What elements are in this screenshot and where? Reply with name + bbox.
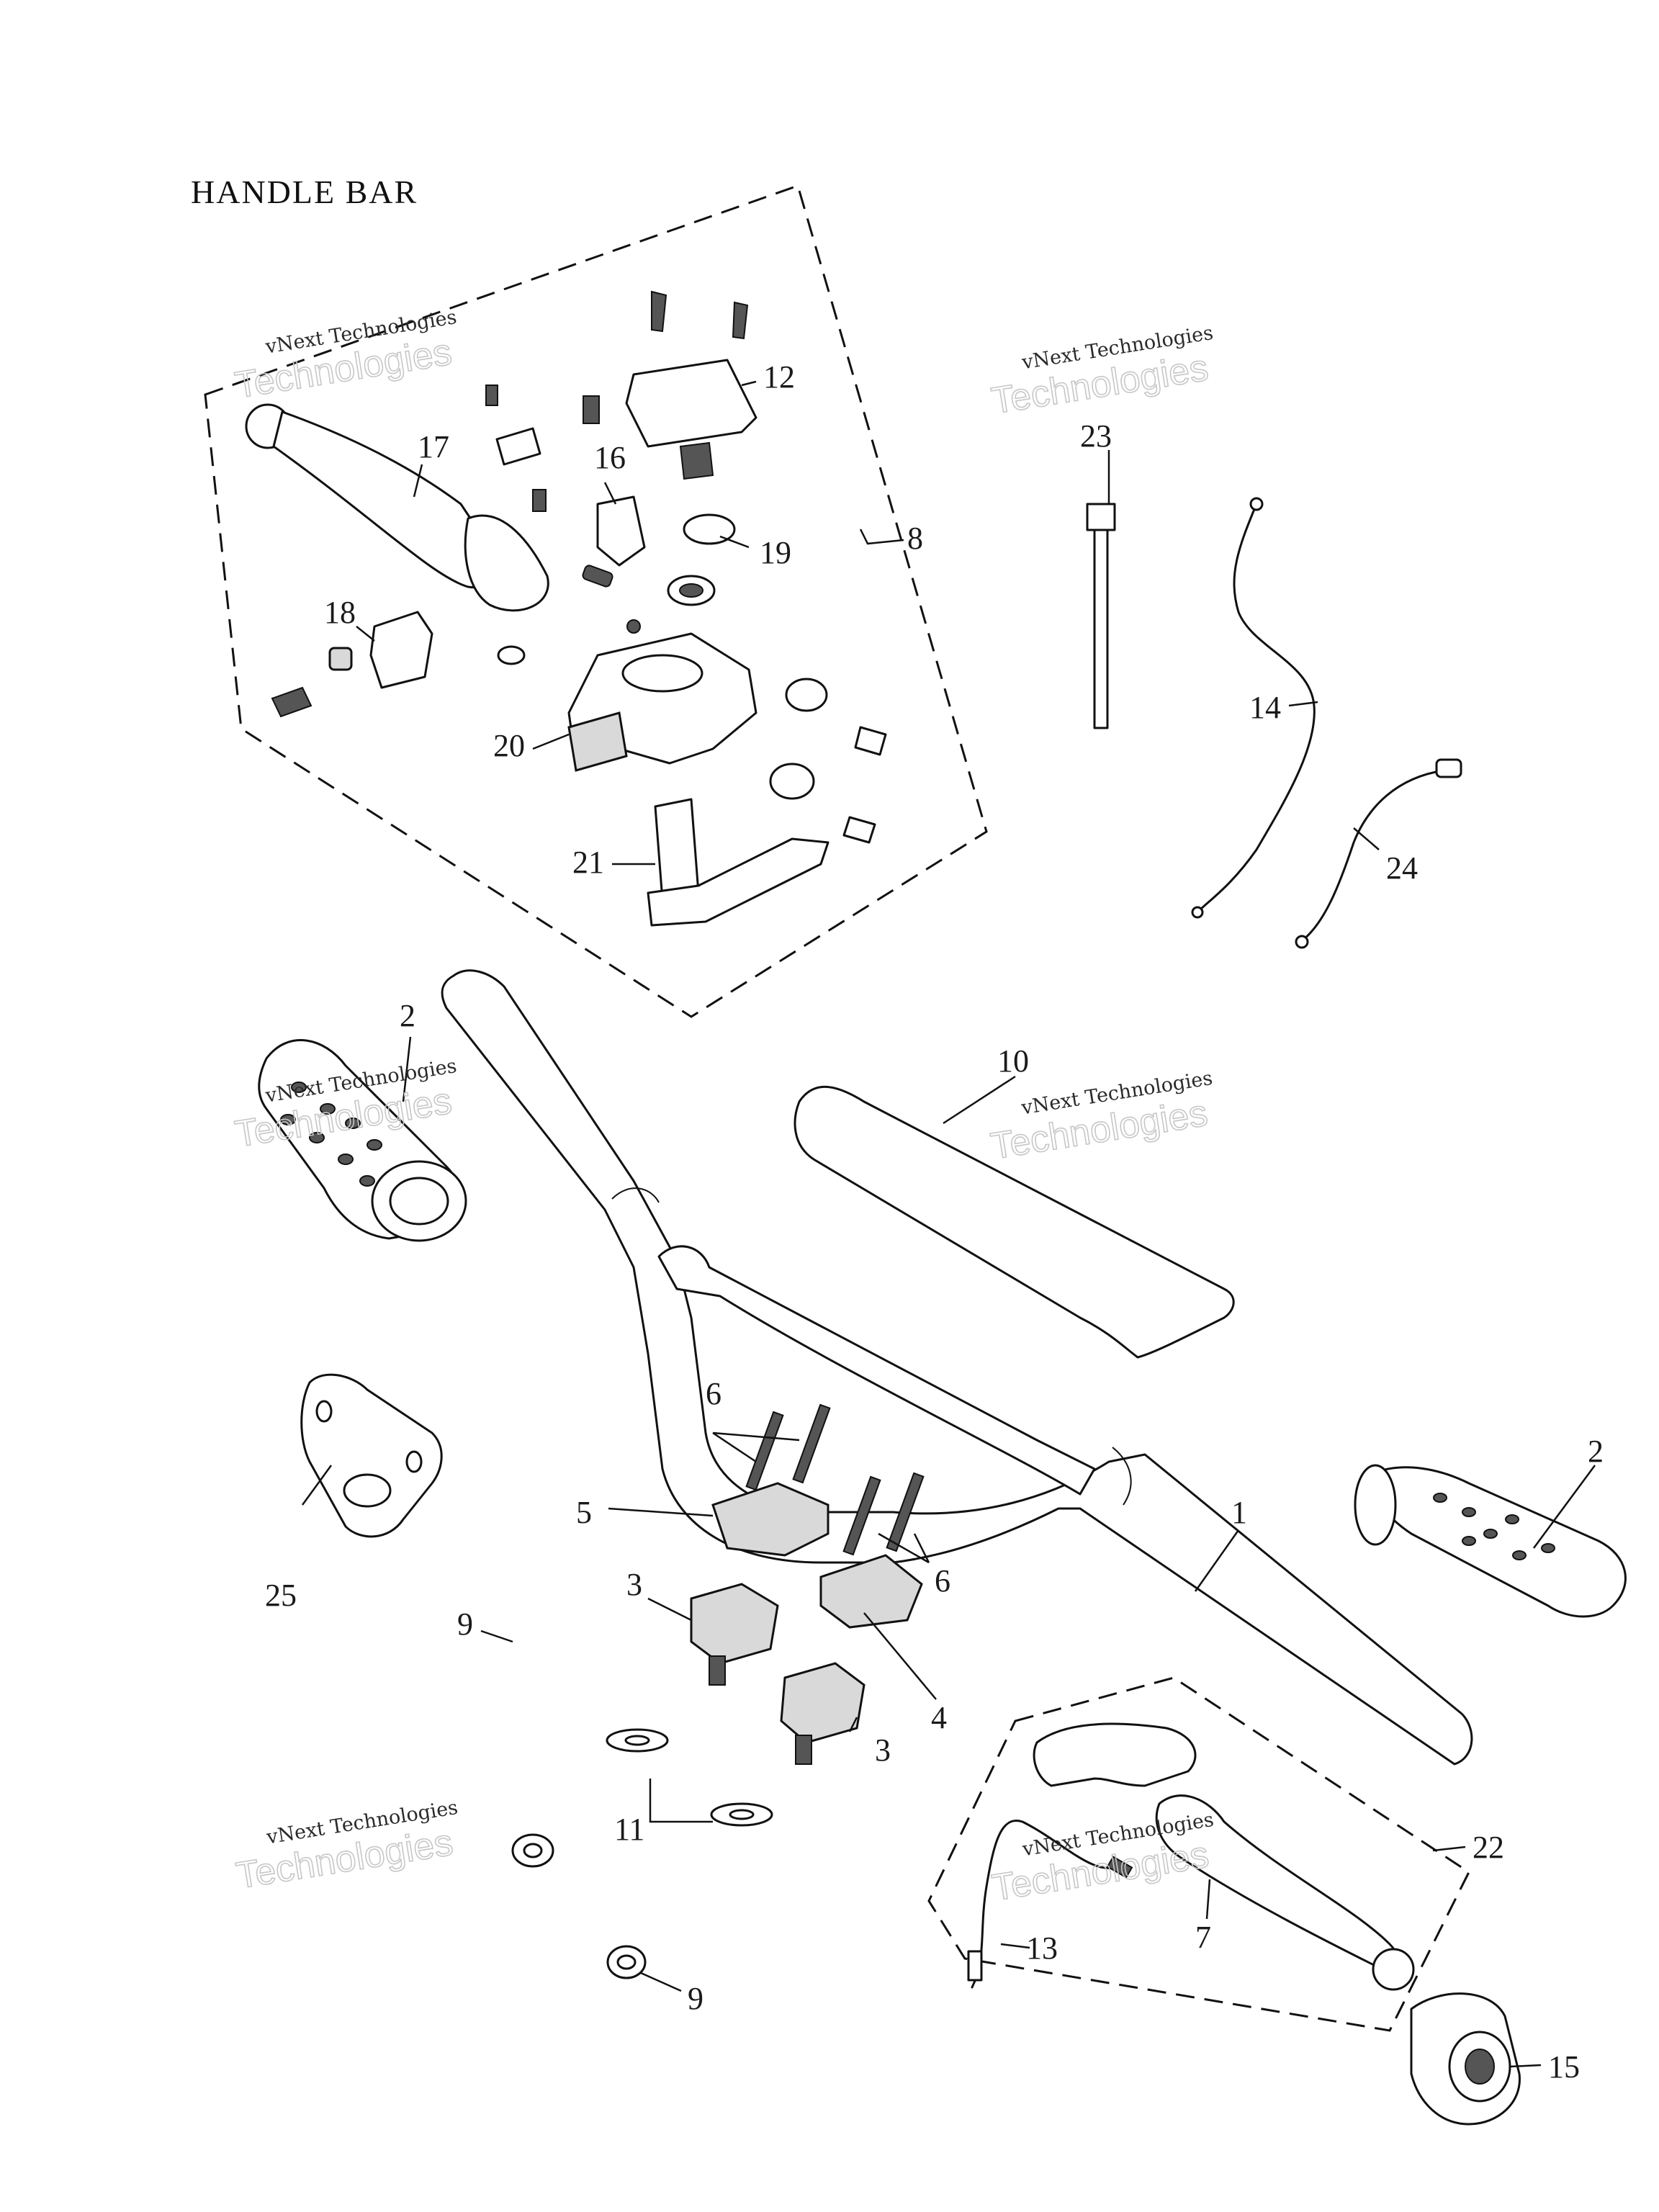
assembly-8-boundary: [204, 184, 988, 1018]
part-label-22: 22: [1473, 1830, 1504, 1865]
bar-end-part: [1410, 1992, 1521, 2126]
handlebar-pad-part: [793, 1085, 1235, 1359]
cylinder-small-parts: [485, 385, 887, 844]
part-label-8: 8: [907, 521, 923, 556]
upper-clamp-part: [711, 1403, 925, 1629]
part-label-20: 20: [493, 728, 525, 763]
master-cylinder-body-part: [567, 632, 757, 772]
part-label-6-right: 6: [935, 1563, 950, 1599]
part-label-24: 24: [1386, 850, 1418, 886]
part-label-15: 15: [1548, 2049, 1580, 2085]
part-label-3-right: 3: [875, 1732, 891, 1768]
left-grip-part: [258, 1039, 467, 1242]
part-label-3-left: 3: [626, 1567, 642, 1602]
part-label-9-bottom: 9: [688, 1981, 703, 2016]
leader-lines: [301, 380, 1596, 2068]
part-label-7: 7: [1195, 1920, 1211, 1955]
part-label-9-top: 9: [457, 1606, 473, 1642]
switch-clamp-part: [271, 611, 433, 718]
part-label-12: 12: [763, 359, 795, 395]
part-label-6-top: 6: [706, 1376, 721, 1411]
part-label-21: 21: [572, 845, 604, 880]
part-label-1: 1: [1231, 1495, 1247, 1530]
washer-part: [606, 1728, 773, 1827]
part-label-18: 18: [324, 595, 356, 630]
reservoir-cap-part: [625, 290, 757, 448]
switch-wire-part: [1302, 769, 1445, 941]
part-labels: 12 8 23 14 24 17 16 19 18 20 21 2 10 2 1…: [265, 359, 1604, 2085]
part-label-16: 16: [594, 440, 626, 475]
clutch-lever-part: [1033, 1722, 1415, 1991]
part-label-13: 13: [1026, 1930, 1058, 1966]
part-label-19: 19: [760, 535, 791, 570]
lower-holder-part: [690, 1583, 866, 1765]
handlebar-part: [441, 969, 1473, 1766]
clutch-switch-part: [967, 1820, 1133, 1989]
part-label-2-right: 2: [1588, 1434, 1604, 1469]
part-label-10: 10: [997, 1043, 1029, 1079]
diagram-title: HANDLE BAR: [191, 174, 418, 210]
right-grip-part: [1354, 1464, 1627, 1618]
part-label-25: 25: [265, 1578, 297, 1613]
part-label-14: 14: [1249, 690, 1281, 725]
cable-tie-part: [1086, 503, 1116, 729]
part-label-2-left: 2: [400, 998, 415, 1033]
assembly-22-boundary: [927, 1676, 1470, 2032]
lever-holder-part: [647, 798, 830, 927]
brake-cable-part: [1197, 503, 1316, 912]
part-label-11: 11: [614, 1812, 644, 1847]
part-label-23: 23: [1080, 418, 1112, 454]
part-label-17: 17: [418, 429, 449, 464]
mounting-plate-part: [300, 1373, 443, 1538]
part-label-5: 5: [576, 1495, 592, 1530]
brake-lever-part: [245, 403, 549, 612]
nut-part: [511, 1833, 647, 1979]
part-label-4: 4: [931, 1700, 947, 1735]
